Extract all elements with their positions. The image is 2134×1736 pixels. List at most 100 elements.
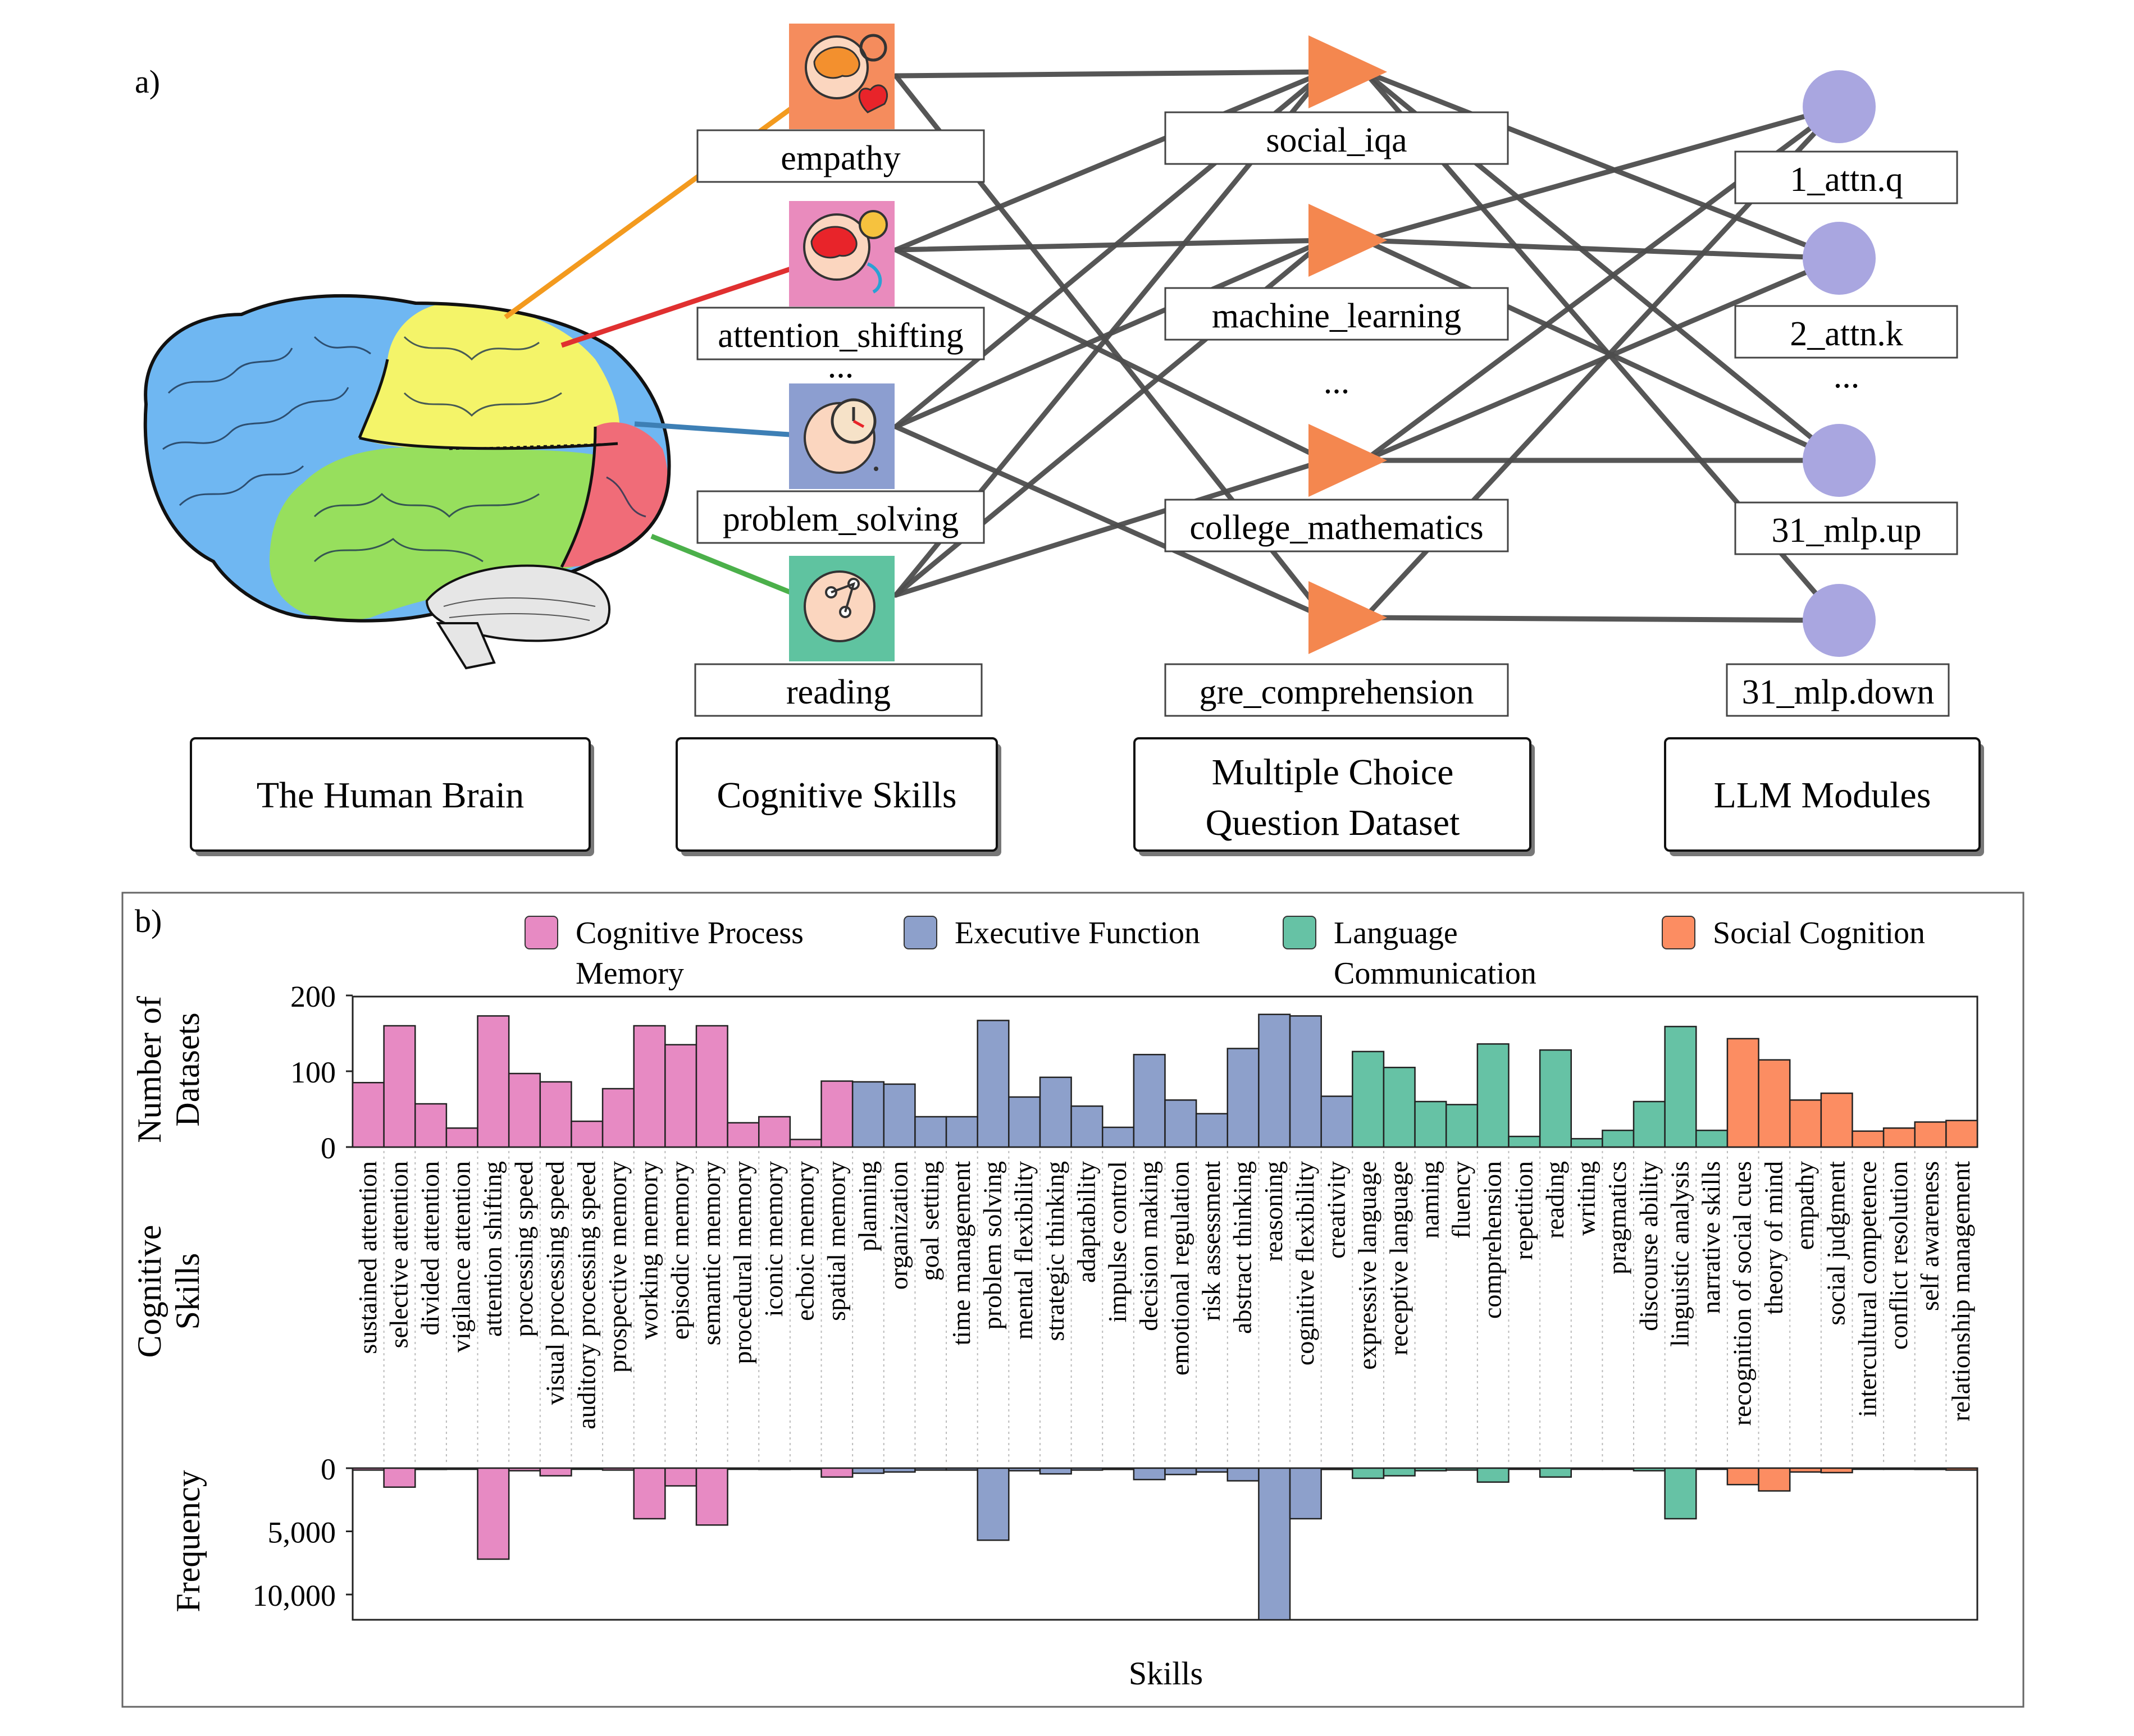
module-node-2-attn-k [1734, 305, 1958, 359]
dataset-bar-13 [758, 1116, 791, 1148]
edge-skill-dataset-4 [893, 247, 1328, 463]
frequency-bar-28 [1226, 1467, 1260, 1482]
dataset-bar-45 [1758, 1059, 1791, 1148]
legend-swatch-1 [904, 916, 937, 949]
panel-b-frame [121, 892, 2024, 1708]
category-box-mcq-dataset [1133, 737, 1531, 852]
frequency-bar-41 [1633, 1467, 1666, 1472]
skills-ellipsis: ... [828, 347, 854, 385]
frequency-bar-38 [1539, 1467, 1572, 1478]
skill-category-label-22: strategic thinking [1041, 1161, 1069, 1341]
skill-category-label-8: prospective memory [603, 1161, 632, 1373]
frequency-bar-34 [1414, 1467, 1447, 1472]
module-node-31-mlp-up [1734, 501, 1958, 555]
category-box-human-brain [190, 737, 591, 852]
dataset-bar-46 [1789, 1099, 1822, 1148]
dataset-label-machine-learning: machine_learning [1212, 297, 1461, 335]
reading-icon [789, 556, 895, 661]
skill-category-label-6: visual processing speed [541, 1161, 569, 1405]
frequency-bar-18 [914, 1467, 947, 1471]
y-axis-title-frequency: Frequency [170, 1470, 207, 1612]
frequency-bar-24 [1101, 1467, 1135, 1470]
frequency-bar-0 [352, 1467, 385, 1471]
skill-category-label-3: vigilance attention [447, 1161, 476, 1353]
frequency-bar-22 [1039, 1467, 1072, 1475]
dataset-bar-31 [1320, 1095, 1353, 1148]
dataset-bar-47 [1820, 1092, 1853, 1148]
module-circle-3 [1803, 584, 1876, 657]
skill-category-label-23: adaptability [1071, 1161, 1100, 1283]
frequency-bar-11 [695, 1467, 728, 1526]
skill-category-label-32: expressive language [1353, 1161, 1381, 1370]
dataset-bar-49 [1882, 1127, 1916, 1148]
svg-text:Number of: Number of [131, 996, 168, 1143]
dataset-bar-37 [1508, 1135, 1541, 1148]
skill-category-label-49: conflict resolution [1884, 1161, 1913, 1350]
dataset-bar-5 [508, 1072, 541, 1148]
frequency-bar-10 [664, 1467, 697, 1487]
dataset-bar-41 [1633, 1100, 1666, 1148]
dataset-bar-48 [1852, 1130, 1885, 1148]
dataset-bar-51 [1945, 1120, 1978, 1148]
module-circle-0 [1803, 70, 1876, 143]
dataset-triangle-0 [1308, 35, 1387, 108]
legend-label-2: Language [1334, 916, 1458, 951]
frequency-bar-46 [1789, 1467, 1822, 1473]
skill-category-label-25: decision making [1134, 1161, 1163, 1331]
dataset-label-social-iqa: social_iqa [1266, 121, 1407, 159]
frequency-bar-40 [1602, 1467, 1635, 1470]
dataset-bar-18 [914, 1116, 947, 1148]
modules-ellipsis: ... [1834, 357, 1860, 395]
dataset-bar-32 [1352, 1050, 1385, 1148]
skill-category-label-26: emotional regulation [1165, 1161, 1194, 1376]
dataset-bar-28 [1226, 1048, 1260, 1148]
dataset-bar-44 [1726, 1038, 1759, 1148]
frequency-bar-7 [571, 1467, 604, 1470]
dataset-bar-38 [1539, 1049, 1572, 1148]
dataset-bar-17 [883, 1083, 916, 1148]
brain-link-problem-solving [634, 421, 798, 438]
skill-category-label-28: abstract thinking [1228, 1161, 1257, 1334]
frequency-bar-30 [1289, 1467, 1322, 1520]
frequency-bar-31 [1320, 1467, 1353, 1470]
frequency-bar-44 [1726, 1467, 1759, 1486]
skill-category-label-15: spatial memory [822, 1161, 850, 1321]
module-label-1-attn-q: 1_attn.q [1790, 161, 1903, 199]
frequency-bar-36 [1476, 1467, 1510, 1483]
skill-category-label-43: narrative skills [1697, 1161, 1725, 1314]
module-circle-2 [1803, 424, 1876, 497]
frequency-bar-29 [1258, 1467, 1291, 1621]
legend-label-0: Cognitive Process [576, 916, 804, 951]
dataset-bar-2 [414, 1103, 448, 1148]
frequency-bar-2 [414, 1467, 448, 1470]
dataset-triangles [1308, 35, 1387, 654]
dataset-node-social-iqa [1164, 111, 1509, 165]
module-label-31-mlp-up: 31_mlp.up [1772, 511, 1922, 550]
skill-category-label-51: relationship management [1946, 1161, 1975, 1422]
skill-category-label-30: cognitive flexibility [1291, 1161, 1319, 1365]
dataset-bar-12 [727, 1122, 760, 1148]
skill-category-label-41: discourse ability [1634, 1161, 1663, 1331]
dataset-count-bars [352, 1013, 1978, 1148]
frequency-bar-1 [383, 1467, 416, 1488]
legend-swatch-2 [1283, 916, 1316, 949]
dataset-bar-16 [851, 1081, 885, 1148]
dataset-label-gre-comprehension: gre_comprehension [1200, 673, 1474, 711]
skill-label-reading: reading [786, 673, 891, 711]
frequency-bar-17 [883, 1467, 916, 1473]
frequency-bar-12 [727, 1467, 760, 1470]
dataset-bar-27 [1195, 1113, 1229, 1148]
skill-category-label-14: echoic memory [791, 1161, 819, 1321]
dataset-bar-35 [1445, 1104, 1479, 1148]
frequency-bar-16 [851, 1467, 885, 1474]
skill-node-attention-shifting [696, 307, 985, 360]
brain-occipital-lobe [562, 422, 668, 567]
frequency-bar-4 [477, 1467, 510, 1560]
svg-text:Cognitive: Cognitive [131, 1225, 168, 1358]
frequency-bar-50 [1914, 1467, 1947, 1470]
frequency-bar-5 [508, 1467, 541, 1472]
dataset-bar-50 [1914, 1121, 1947, 1148]
frequency-bar-14 [789, 1467, 822, 1470]
